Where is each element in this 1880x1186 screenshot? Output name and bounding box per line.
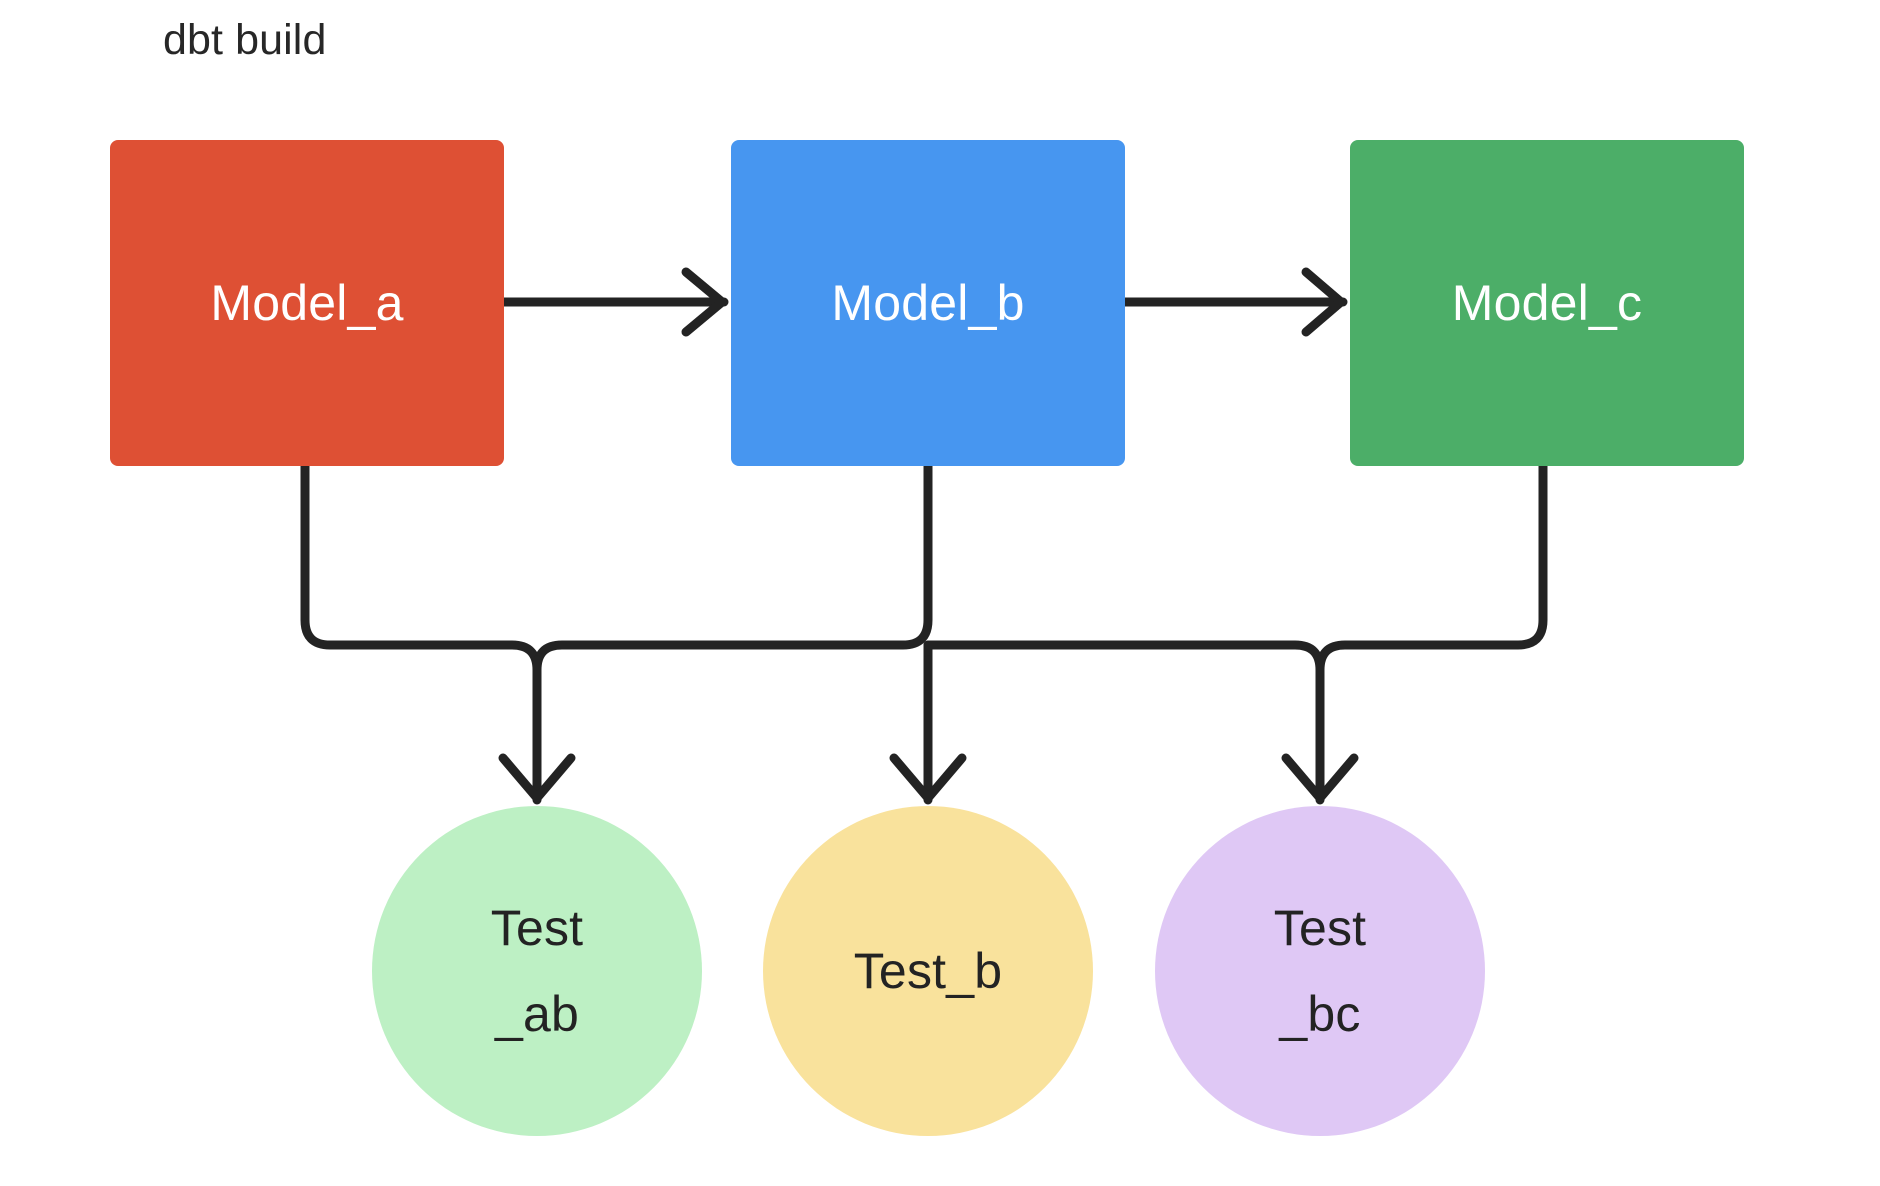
node-model-c[interactable]: Model_c (1350, 140, 1744, 466)
arrow-into-test-bc (1281, 655, 1359, 805)
arrow-into-test-b (889, 655, 967, 805)
node-test-ab[interactable]: Test _ab (372, 806, 702, 1136)
node-test-bc-label: Test _bc (1273, 900, 1367, 1042)
node-test-ab-label: Test _ab (490, 900, 584, 1042)
arrow-into-test-ab (498, 655, 576, 805)
edge-model-b-to-test-ab (532, 461, 933, 675)
page-title: dbt build (163, 16, 327, 64)
edge-model-c-to-test-bc (1315, 461, 1548, 675)
edge-model-b-to-test-bc (923, 640, 1325, 675)
node-model-c-label: Model_c (1451, 274, 1643, 331)
node-model-b[interactable]: Model_b (731, 140, 1125, 466)
node-model-b-label: Model_b (831, 274, 1025, 331)
edge-model-a-to-model-b (499, 267, 729, 337)
edge-model-b-to-model-c (1120, 267, 1348, 337)
node-test-b[interactable]: Test_b (763, 806, 1093, 1136)
node-test-bc[interactable]: Test _bc (1155, 806, 1485, 1136)
node-model-a-label: Model_a (210, 274, 404, 331)
node-test-b-label: Test_b (853, 943, 1003, 999)
edge-model-a-to-test-ab (300, 461, 542, 675)
node-model-a[interactable]: Model_a (110, 140, 504, 466)
